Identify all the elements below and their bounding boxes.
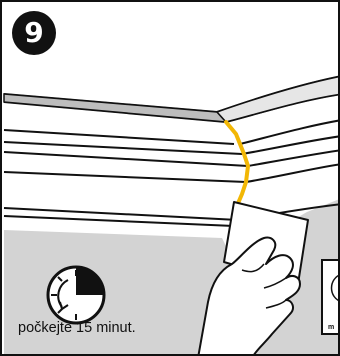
product-label: m (328, 324, 335, 331)
hand-icon (197, 236, 301, 354)
caulk-seam (224, 120, 250, 210)
product-tube-icon (321, 259, 338, 335)
molding-top-shade (3, 93, 228, 123)
stopwatch-icon (46, 265, 106, 325)
step-number-badge: 9 (12, 11, 56, 55)
wait-instruction-text: počkejte 15 minut. (18, 320, 136, 336)
molding-top-shade-right (215, 76, 338, 123)
